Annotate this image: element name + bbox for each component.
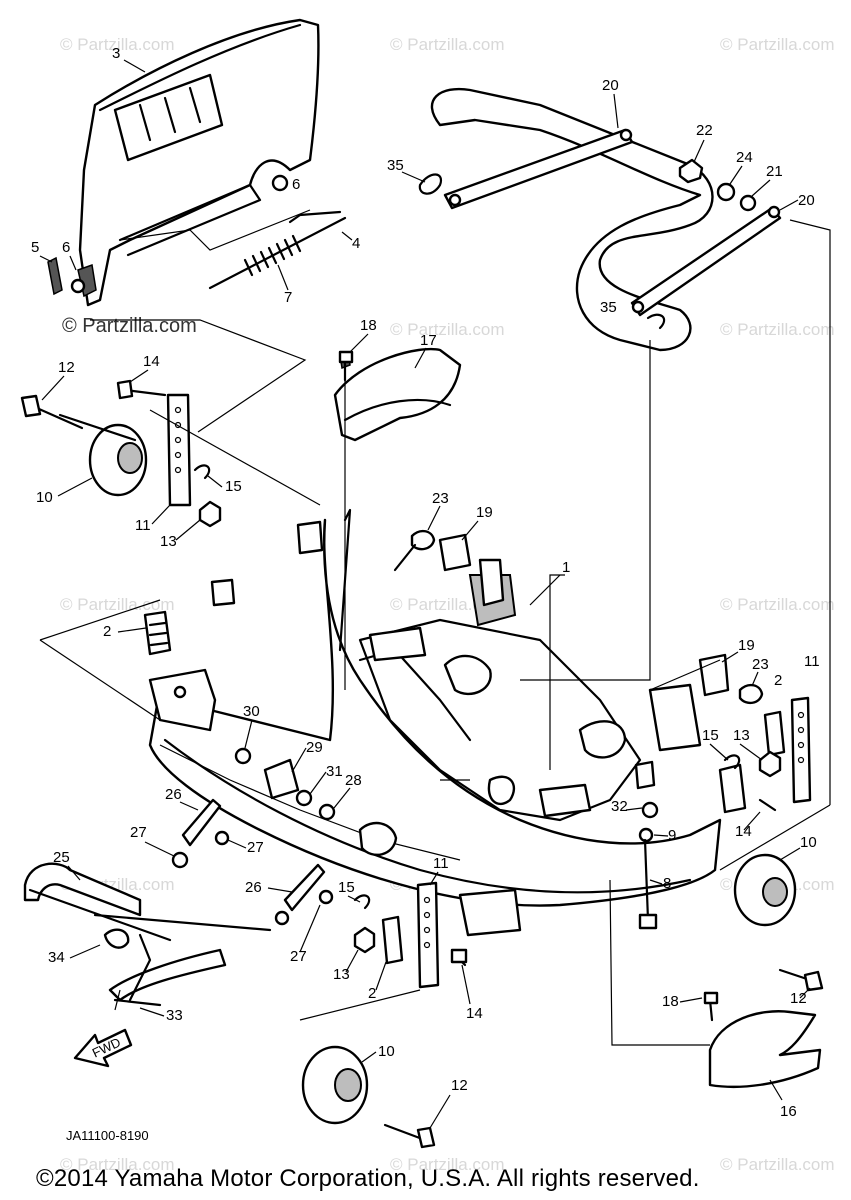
callout-21: 21 [766, 163, 783, 180]
callout-14: 14 [143, 353, 160, 370]
part-nuts [198, 500, 782, 954]
callout-15c: 15 [338, 879, 355, 896]
callout-13c: 13 [333, 966, 350, 983]
callout-25: 25 [53, 849, 70, 866]
fwd-arrow: FWD [73, 1028, 133, 1068]
watermark: © Partzilla.com [720, 1155, 835, 1174]
callout-3: 3 [112, 45, 120, 62]
callout-26: 26 [165, 786, 182, 803]
watermark: © Partzilla.com [720, 595, 835, 614]
callout-23b: 23 [752, 656, 769, 673]
callout-2: 2 [103, 623, 111, 640]
callout-31: 31 [326, 763, 343, 780]
callout-1: 1 [562, 559, 570, 576]
callout-20: 20 [602, 77, 619, 94]
watermark: © Partzilla.com [60, 595, 175, 614]
callout-27: 27 [130, 824, 147, 841]
part-pads [143, 610, 786, 965]
callout-2c: 2 [368, 985, 376, 1002]
callout-24: 24 [736, 149, 753, 166]
callout-9: 9 [668, 827, 676, 844]
callout-14c: 14 [466, 1005, 483, 1022]
callout-14b: 14 [735, 823, 752, 840]
callout-28: 28 [345, 772, 362, 789]
callout-10b: 10 [800, 834, 817, 851]
callout-23: 23 [432, 490, 449, 507]
callout-13: 13 [160, 533, 177, 550]
callout-12: 12 [58, 359, 75, 376]
part-bolts [20, 350, 824, 1149]
part-belt-cover [333, 347, 462, 442]
part-wheels [58, 413, 797, 1125]
callout-11b: 11 [804, 653, 820, 670]
callout-12b: 12 [790, 990, 807, 1007]
watermark: © Partzilla.com [390, 320, 505, 339]
callout-5: 5 [31, 239, 39, 256]
assembly-lines [39, 219, 831, 1046]
part-small-hardware [678, 158, 757, 212]
callout-2b: 2 [774, 672, 782, 689]
callout-11: 11 [135, 517, 151, 534]
callout-18: 18 [360, 317, 377, 334]
callout-33: 33 [166, 1007, 183, 1024]
part-guard [47, 18, 320, 307]
callout-19: 19 [476, 504, 493, 521]
callout-30: 30 [243, 703, 260, 720]
callout-17: 17 [420, 332, 437, 349]
part-handle [418, 87, 782, 352]
callout-34: 34 [48, 949, 65, 966]
watermark: © Partzilla.com [60, 1155, 175, 1174]
callout-labels: 3 6 4 5 6 7 20 22 24 21 20 35 35 18 17 1… [31, 45, 820, 1129]
callout-20b: 20 [798, 192, 815, 209]
copyright-notice: ©2014 Yamaha Motor Corporation, U.S.A. A… [36, 1165, 700, 1192]
callout-11c: 11 [433, 855, 449, 872]
callout-18b: 18 [662, 993, 679, 1010]
part-rod-spring [119, 209, 347, 290]
drawing-code: JA11100-8190 [66, 1128, 149, 1143]
callout-8: 8 [663, 875, 671, 892]
watermark: © Partzilla.com [720, 35, 835, 54]
part-rear-cover [708, 1010, 822, 1089]
callout-6b: 6 [62, 239, 70, 256]
callout-13b: 13 [733, 727, 750, 744]
callout-10: 10 [36, 489, 53, 506]
callout-6: 6 [292, 176, 300, 193]
watermark: © Partzilla.com [390, 1155, 505, 1174]
callout-27b: 27 [247, 839, 264, 856]
callout-4: 4 [352, 235, 360, 252]
callout-26b: 26 [245, 879, 262, 896]
callout-15: 15 [225, 478, 242, 495]
part-lift-arms [23, 798, 334, 1007]
part-rod-8 [638, 838, 658, 930]
part-deck [148, 508, 747, 937]
watermark: © Partzilla.com [720, 320, 835, 339]
callout-16: 16 [780, 1103, 797, 1120]
watermark-primary: © Partzilla.com [62, 315, 197, 337]
part-misc [263, 758, 656, 857]
part-height-brackets [166, 393, 812, 989]
callout-35: 35 [387, 157, 404, 174]
callout-19b: 19 [738, 637, 755, 654]
watermark: © Partzilla.com [390, 35, 505, 54]
callout-12c: 12 [451, 1077, 468, 1094]
callout-29: 29 [306, 739, 323, 756]
callout-10c: 10 [378, 1043, 395, 1060]
callout-22: 22 [696, 122, 713, 139]
callout-27c: 27 [290, 948, 307, 965]
watermark: © Partzilla.com [60, 35, 175, 54]
callout-15b: 15 [702, 727, 719, 744]
callout-35b: 35 [600, 299, 617, 316]
callout-7: 7 [284, 289, 292, 306]
part-pins [193, 464, 741, 910]
callout-32: 32 [611, 798, 628, 815]
